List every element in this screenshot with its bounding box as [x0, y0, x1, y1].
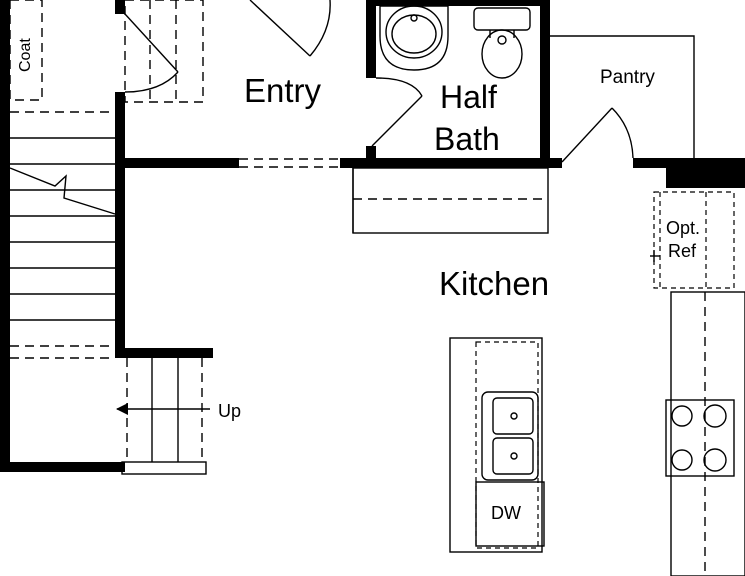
- bath-sink-drain: [410, 14, 418, 22]
- stair-lower-base: [121, 461, 207, 475]
- wall-stair-bottom: [0, 462, 125, 472]
- toilet-tank: [473, 7, 531, 31]
- front-door-leaf: [249, 0, 311, 57]
- stairs: Up: [9, 111, 241, 475]
- cooktop: [665, 399, 735, 477]
- wall-stair-landing: [115, 348, 213, 358]
- sink-drain-bottom: [510, 452, 518, 460]
- walls: [0, 0, 745, 472]
- cooktop-frame: [665, 399, 735, 477]
- half-bath-label-2: Bath: [434, 121, 500, 157]
- entry-label: Entry: [244, 72, 322, 109]
- wall-kitchen-top-mid: [340, 158, 562, 168]
- bath-top-wall: [366, 0, 550, 6]
- toilet-bowl: [481, 29, 523, 79]
- coat-closet: [9, 0, 43, 101]
- upper-cabinet: [352, 167, 549, 234]
- wall-bath-right: [540, 0, 550, 168]
- right-counter: [670, 291, 745, 576]
- pantry-door-leaf: [561, 107, 613, 163]
- stair-up-arrowhead: [116, 403, 128, 415]
- bath-door-leaf: [371, 95, 423, 147]
- wall-entry-left-upper: [115, 0, 125, 14]
- pantry-label: Pantry: [600, 67, 655, 88]
- toilet-seat-hinge: [497, 35, 507, 45]
- half-bath-label-1: Half: [440, 79, 497, 115]
- bath-sink-basin: [385, 5, 443, 59]
- stairs-up-label: Up: [218, 401, 241, 421]
- dishwasher: [475, 481, 545, 547]
- wall-left-outer: [0, 0, 10, 470]
- wall-bath-left-lower: [366, 146, 376, 168]
- wall-bath-left: [366, 0, 376, 78]
- bath-door-swing: [375, 77, 423, 97]
- burner-top-left: [671, 405, 693, 427]
- pantry-outline: [550, 35, 695, 158]
- wall-entry-left: [115, 92, 125, 354]
- bath-sink-counter: [379, 5, 449, 71]
- island-sink-bowl-top: [492, 397, 534, 435]
- coat-door-leaf: [124, 13, 179, 73]
- opt-ref-label-1: Opt.: [666, 218, 700, 238]
- front-door-swing: [309, 0, 331, 57]
- stair-break-line: [9, 167, 116, 215]
- kitchen-label: Kitchen: [439, 265, 549, 302]
- coat-label: Coat: [17, 38, 34, 72]
- opt-ref-outline: [653, 191, 735, 289]
- island-outline: [449, 337, 543, 553]
- toilet-neck: [489, 30, 515, 38]
- pantry: Pantry: [550, 35, 695, 163]
- burner-top-right: [703, 404, 727, 428]
- burner-bottom-right: [703, 448, 727, 472]
- kitchen: Opt. Ref DW Kitchen: [352, 167, 745, 576]
- pantry-door-swing: [611, 107, 634, 159]
- wall-right-block: [666, 158, 745, 188]
- coat-door-swing: [124, 71, 179, 93]
- opt-ref-label-2: Ref: [668, 241, 697, 261]
- island-sink: [481, 391, 539, 481]
- sink-drain-top: [510, 412, 518, 420]
- entry-area: Coat Entry: [9, 0, 340, 168]
- burner-bottom-left: [671, 449, 693, 471]
- coat-door-frame: [124, 0, 204, 103]
- wall-kitchen-top-left: [115, 158, 239, 168]
- island-sink-bowl-bottom: [492, 437, 534, 475]
- kitchen-island: DW: [449, 337, 545, 553]
- dishwasher-label: DW: [491, 503, 521, 523]
- half-bath: Half Bath: [366, 0, 550, 157]
